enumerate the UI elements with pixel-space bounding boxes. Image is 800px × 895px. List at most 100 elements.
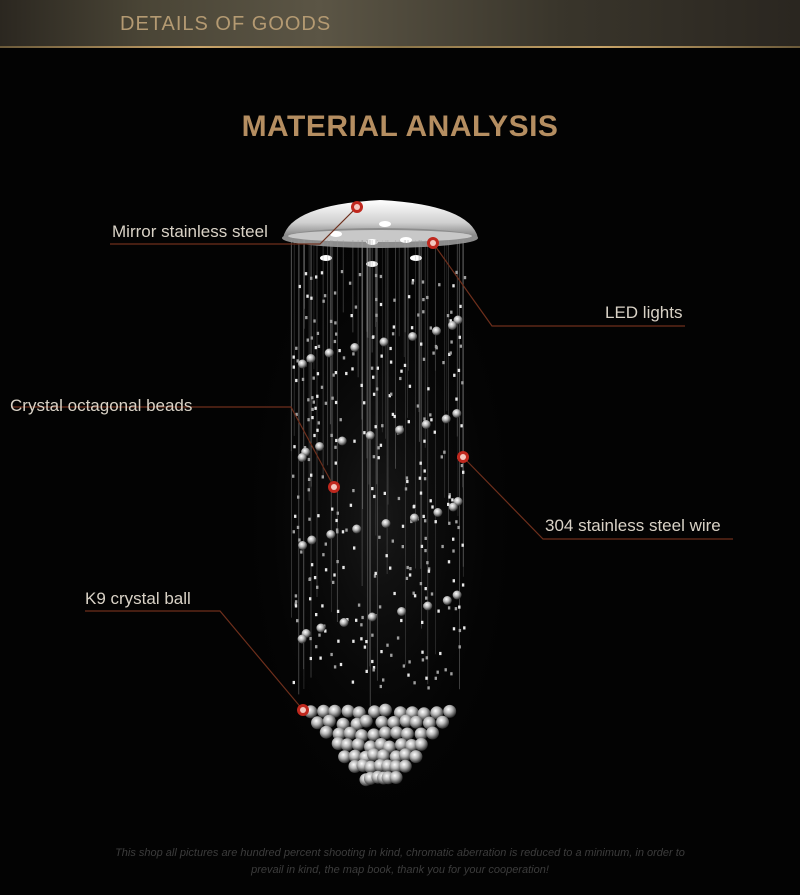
crystal-ball <box>326 530 336 539</box>
footer-disclaimer-line-2: prevail in kind, the map book, thank you… <box>251 864 549 876</box>
crystal-bead <box>352 639 355 643</box>
crystal-ball <box>443 704 457 718</box>
crystal-bead <box>371 659 374 664</box>
crystal-bead <box>424 536 427 540</box>
crystal-bead <box>407 420 410 424</box>
crystal-bead <box>423 417 426 421</box>
crystal-ball <box>338 750 352 764</box>
crystal-bead <box>460 464 464 468</box>
crystal-bead <box>405 476 409 480</box>
crystal-ball <box>322 714 336 728</box>
crystal-bead <box>458 335 461 339</box>
crystal-ball <box>359 714 373 728</box>
crystal-bead <box>373 574 377 578</box>
crystal-bead <box>375 313 378 317</box>
crystal-bead <box>294 594 298 598</box>
crystal-ball <box>328 704 342 718</box>
crystal-bead <box>352 489 355 493</box>
crystal-bead <box>400 369 403 373</box>
crystal-bead <box>294 604 298 608</box>
crystal-bead <box>420 342 423 346</box>
crystal-bead <box>390 392 393 396</box>
crystal-bead <box>448 495 451 499</box>
crystal-ball <box>352 524 362 534</box>
crystal-bead <box>432 351 435 355</box>
crystal-ball <box>311 716 324 730</box>
crystal-bead <box>429 326 432 330</box>
crystal-bead <box>419 461 422 465</box>
crystal-bead <box>357 603 361 607</box>
crystal-ball <box>414 737 428 751</box>
crystal-bead <box>434 676 437 680</box>
crystal-bead <box>317 344 321 348</box>
crystal-bead <box>412 505 415 509</box>
crystal-bead <box>421 280 425 284</box>
crystal-bead <box>370 366 374 370</box>
crystal-bead <box>424 549 427 553</box>
crystal-bead <box>427 387 430 391</box>
crystal-bead <box>310 296 313 300</box>
callout-markers <box>297 201 469 716</box>
crystal-bead <box>333 665 337 669</box>
marker-wire <box>457 451 469 463</box>
crystal-bead <box>307 477 311 481</box>
crystal-bead <box>316 331 320 335</box>
crystal-bead <box>345 528 348 532</box>
crystal-bead <box>408 660 411 664</box>
crystal-bead <box>389 346 392 351</box>
crystal-bead <box>430 418 433 422</box>
crystal-bead <box>380 354 383 358</box>
crystal-bead <box>361 615 364 620</box>
crystal-bead <box>372 335 375 339</box>
crystal-bead <box>412 591 415 595</box>
crystal-bead <box>408 573 412 577</box>
crystal-bead <box>335 518 338 523</box>
crystal-ball <box>337 436 347 446</box>
crystal-ball <box>332 727 346 741</box>
crystal-bead <box>310 563 314 567</box>
crystal-bead <box>450 672 453 676</box>
k9-crystal-balls <box>297 315 463 787</box>
crystal-bead <box>410 519 413 524</box>
crystal-bead <box>447 560 451 564</box>
crystal-bead <box>335 528 339 532</box>
crystal-bead <box>336 560 339 564</box>
crystal-bead <box>351 367 354 371</box>
crystal-bead <box>452 549 455 553</box>
crystal-bead <box>365 669 368 673</box>
crystal-bead <box>310 473 313 477</box>
crystal-bead <box>463 626 466 630</box>
crystal-bead <box>379 302 383 307</box>
crystal-bead <box>316 585 319 589</box>
crystal-bead <box>458 645 461 649</box>
crystal-bead <box>421 658 425 662</box>
crystal-ball <box>368 705 381 719</box>
crystal-ball <box>441 414 451 424</box>
crystal-bead <box>375 297 378 302</box>
crystal-ball <box>433 508 443 517</box>
callout-line-beads <box>12 406 335 488</box>
crystal-bead <box>324 629 327 633</box>
crystal-bead <box>296 525 300 529</box>
crystal-ball <box>389 760 403 774</box>
crystal-bead <box>413 594 417 598</box>
crystal-bead <box>425 596 428 600</box>
crystal-bead <box>442 361 445 365</box>
crystal-bead <box>334 445 337 449</box>
crystal-ball <box>422 716 436 730</box>
crystal-bead <box>423 439 426 443</box>
crystal-ball <box>367 748 381 762</box>
crystal-bead <box>391 412 395 416</box>
crystal-bead <box>413 681 416 685</box>
crystal-bead <box>421 620 424 624</box>
crystal-bead <box>333 573 336 577</box>
crystal-ball <box>297 634 307 644</box>
crystal-bead <box>307 398 310 402</box>
crystal-bead <box>317 421 320 425</box>
crystal-bead <box>454 607 458 611</box>
crystal-bead <box>433 430 436 434</box>
crystal-ball <box>350 343 360 352</box>
crystal-bead <box>331 396 334 400</box>
crystal-bead <box>417 313 420 317</box>
crystal-ball <box>398 748 412 762</box>
